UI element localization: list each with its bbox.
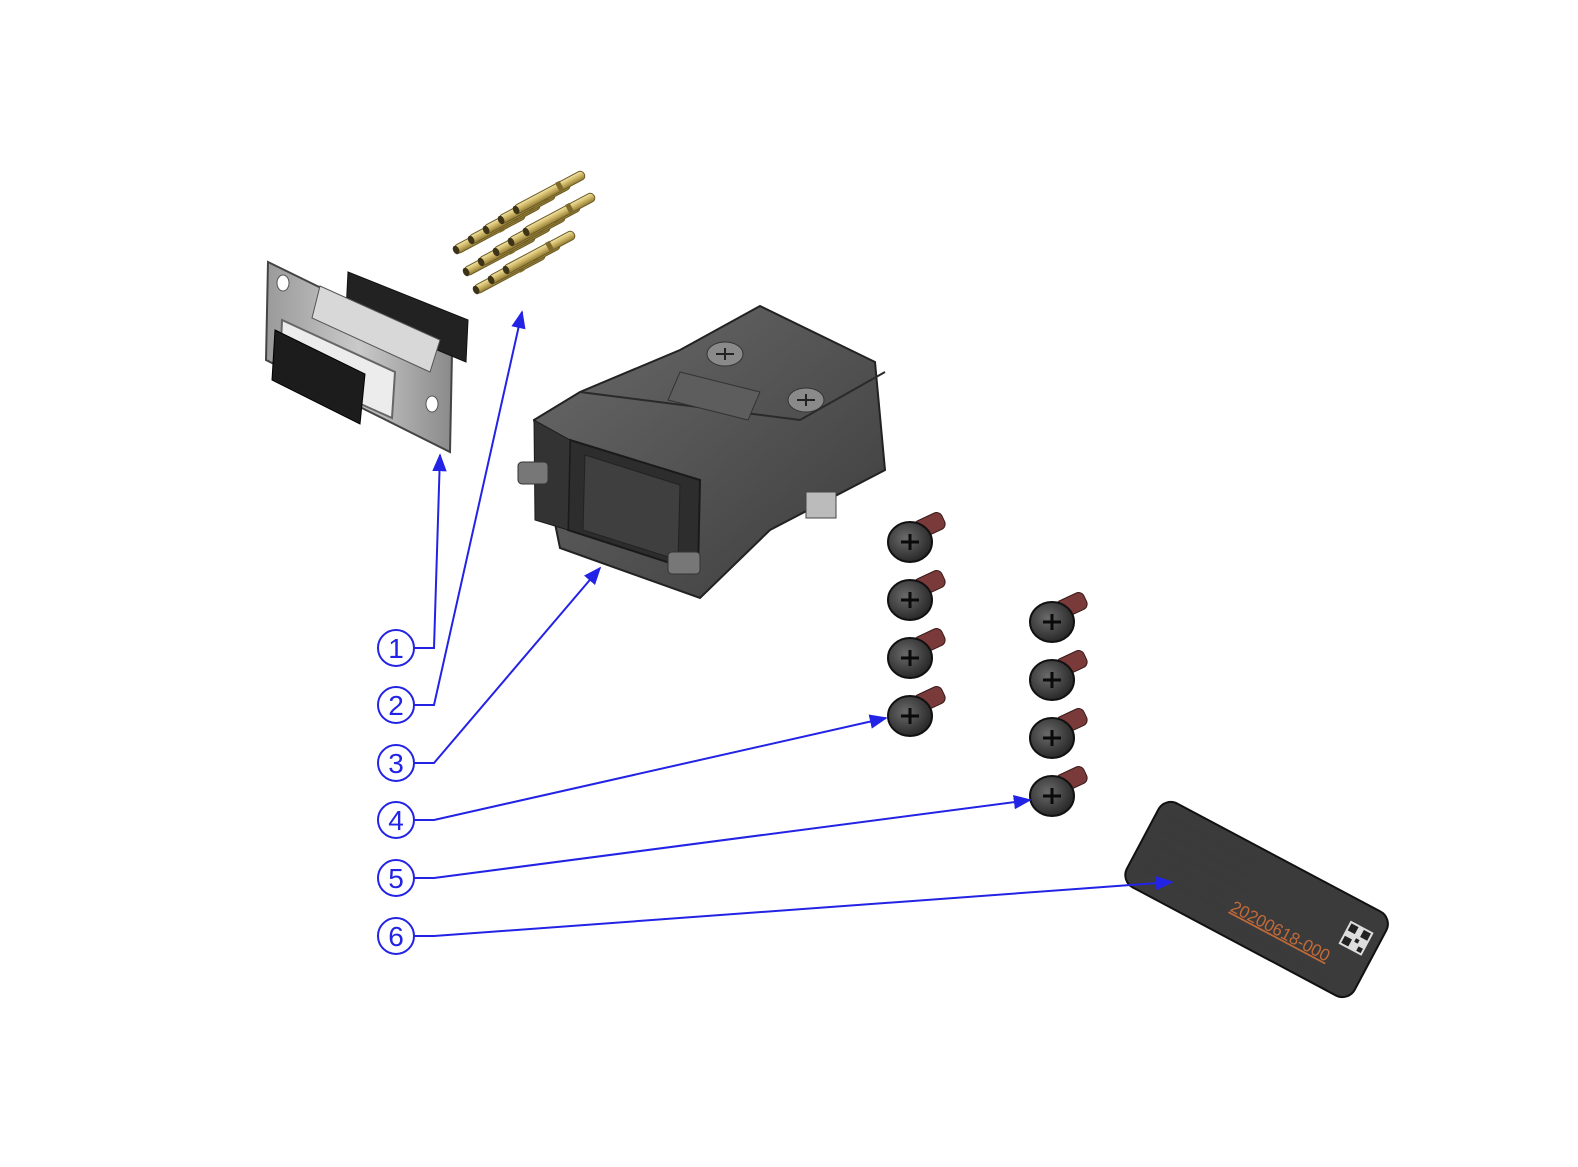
- leader-line-2: [414, 310, 526, 706]
- qr-code-icon: [1338, 920, 1374, 956]
- balloon-number: 4: [388, 805, 404, 836]
- crimp-pin: [522, 192, 596, 237]
- screw: [1029, 766, 1088, 817]
- crimp-pin: [502, 230, 576, 275]
- leader-line-4: [414, 714, 888, 821]
- screw: [1029, 708, 1088, 759]
- screw-column-2: [1029, 592, 1088, 817]
- screw: [1029, 592, 1088, 643]
- screw-column-1: [887, 512, 946, 737]
- screw: [887, 512, 946, 563]
- balloon-2: 2: [377, 686, 415, 724]
- screw: [887, 628, 946, 679]
- balloon-6: 6: [377, 917, 415, 955]
- balloon-number: 6: [388, 921, 404, 952]
- crimp-pins: [452, 170, 596, 295]
- screw: [1029, 650, 1088, 701]
- crimp-pin: [512, 170, 586, 215]
- leader-line-5: [414, 794, 1032, 879]
- balloon-number: 5: [388, 863, 404, 894]
- leader-lines: [414, 310, 1174, 937]
- balloon-number: 1: [388, 633, 404, 664]
- screw: [887, 570, 946, 621]
- balloon-3: 3: [377, 744, 415, 782]
- balloon-1: 1: [377, 629, 415, 667]
- balloon-5: 5: [377, 859, 415, 897]
- leader-line-6: [414, 876, 1174, 937]
- balloon-number: 3: [388, 748, 404, 779]
- id-label: uAvionix Corporation AV-20-S Installatio…: [1124, 800, 1389, 999]
- balloon-number: 2: [388, 690, 404, 721]
- d-sub-connector: [264, 260, 469, 454]
- leader-line-3: [414, 566, 602, 764]
- leader-line-1: [414, 453, 447, 649]
- connector-backshell: [517, 304, 887, 600]
- balloons: 1 2 3 4 5 6: [377, 629, 415, 955]
- balloon-4: 4: [377, 801, 415, 839]
- screw: [887, 686, 946, 737]
